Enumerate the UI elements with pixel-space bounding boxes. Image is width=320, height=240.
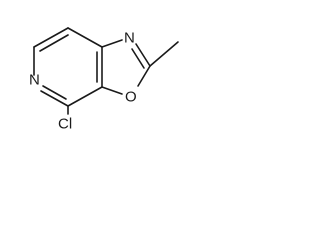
bond-c4-n5-inner bbox=[42, 85, 67, 100]
chemical-structure-diagram: N N O Cl bbox=[29, 27, 179, 133]
bond-n3-c2 bbox=[135, 43, 151, 67]
atom-label-o-oxazole: O bbox=[125, 89, 137, 106]
bond-c4-n5 bbox=[40, 90, 69, 107]
atom-label-n-oxazole: N bbox=[124, 30, 135, 47]
bond-o1-c3a bbox=[101, 86, 123, 95]
atom-label-cl: Cl bbox=[58, 116, 72, 133]
bond-c7a-n3 bbox=[101, 39, 123, 48]
bond-c6-c7-inner bbox=[39, 34, 69, 52]
bond-c2-methyl bbox=[149, 41, 179, 67]
atom-label-n-pyridine: N bbox=[29, 72, 40, 89]
bond-c7-c7a bbox=[67, 27, 103, 48]
bond-n3-c2-inner bbox=[131, 48, 145, 69]
bond-c6-c7 bbox=[33, 27, 69, 48]
bond-c2-o1 bbox=[137, 65, 151, 87]
bond-c3a-c4 bbox=[67, 86, 103, 107]
